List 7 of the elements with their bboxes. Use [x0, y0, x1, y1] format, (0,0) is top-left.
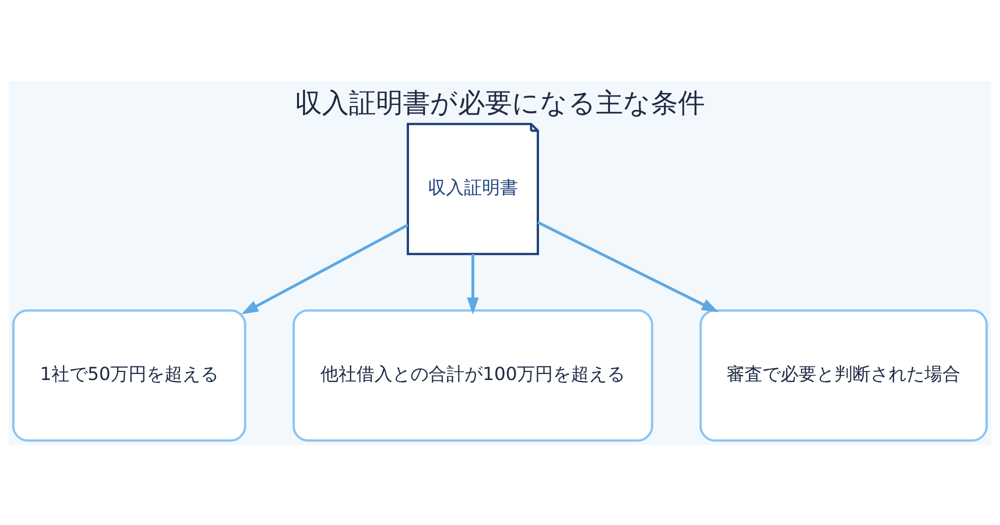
arrow	[241, 223, 408, 314]
node-box: 審査で必要と判断された場合	[700, 308, 988, 442]
diagram-title: 収入証明書が必要になる主な条件	[295, 87, 705, 118]
node-box: 他社借入との合計が100万円を超える	[292, 308, 654, 442]
arrow	[466, 254, 479, 314]
arrow	[537, 220, 719, 312]
node-box: 1社で50万円を超える	[12, 308, 246, 442]
